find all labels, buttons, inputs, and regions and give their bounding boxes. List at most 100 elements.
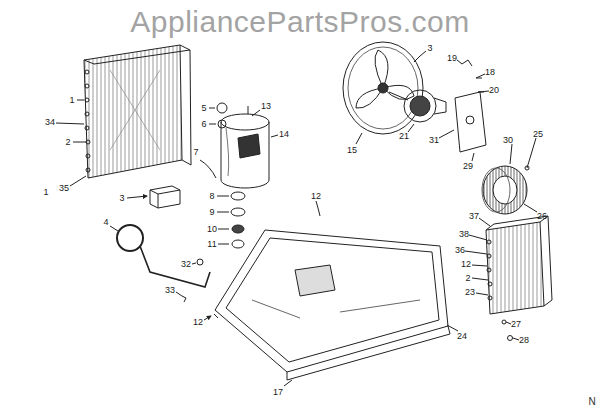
leader-line <box>56 51 537 386</box>
callout-number: 28 <box>519 336 529 345</box>
fan-motor <box>455 92 486 152</box>
leader-line <box>513 338 519 340</box>
leader-line <box>209 124 216 125</box>
compressor <box>226 128 229 176</box>
fan-blade <box>414 56 420 62</box>
callout-number: 12 <box>311 192 321 201</box>
callout-number: 30 <box>503 136 513 145</box>
leader-line <box>176 292 182 296</box>
leader-line <box>70 176 86 186</box>
condenser-coil <box>84 50 190 64</box>
condenser-coil <box>85 98 89 102</box>
leader-line <box>77 100 84 101</box>
callout-number: 21 <box>399 132 409 141</box>
evaporator-coil <box>488 296 492 300</box>
callout-number: 34 <box>45 118 55 127</box>
base-pan <box>318 208 320 216</box>
compressor <box>217 103 269 248</box>
callout-number: 2 <box>65 138 70 147</box>
callout-number: 1 <box>69 96 74 105</box>
callout-number: 13 <box>261 102 271 111</box>
callout-number: 31 <box>429 136 439 145</box>
callout-number: 20 <box>489 86 499 95</box>
evaporator-coil <box>487 240 491 244</box>
callout-number: 6 <box>201 120 206 129</box>
condenser-coil <box>180 45 191 165</box>
leader-line <box>110 226 118 231</box>
compressor <box>221 180 269 188</box>
fan-motor <box>476 78 482 79</box>
callout-number: 33 <box>165 286 175 295</box>
callout-number: 10 <box>207 225 217 234</box>
blower-wheel <box>483 166 527 214</box>
callout-number: 5 <box>201 104 206 113</box>
leader-line <box>218 229 229 230</box>
leader-line <box>73 142 86 143</box>
callout-number: 12 <box>193 318 203 327</box>
base-pan <box>214 314 218 318</box>
compressor <box>232 240 244 248</box>
condenser-coil <box>85 126 89 130</box>
callout-number: 3 <box>119 194 124 203</box>
tube-loop <box>197 259 203 265</box>
condenser-coil <box>84 45 191 178</box>
callout-number: 7 <box>193 148 198 157</box>
condenser-coil <box>86 154 90 158</box>
corner-mark: N <box>588 397 595 407</box>
leader-line <box>469 235 487 240</box>
callout-number: 8 <box>209 192 214 201</box>
capacitor <box>150 186 180 208</box>
leader-line <box>465 251 487 254</box>
callout-number: 2 <box>465 274 470 283</box>
fan-motor <box>404 60 486 152</box>
leader-line <box>524 204 537 212</box>
leader-line <box>472 265 487 266</box>
blower-wheel <box>493 176 517 204</box>
base-pan <box>214 208 450 380</box>
leader-line <box>476 293 488 295</box>
condenser-coil <box>85 84 89 88</box>
base-pan <box>252 300 420 318</box>
condenser-coil <box>85 70 89 74</box>
callout-number: 36 <box>455 246 465 255</box>
callout-number: 9 <box>209 208 214 217</box>
fan-blade <box>343 42 423 134</box>
fan-motor <box>404 90 436 122</box>
leader-line <box>217 212 229 213</box>
callout-number: 23 <box>465 288 475 297</box>
blower-wheel <box>482 166 529 214</box>
callout-number: 3 <box>427 44 432 53</box>
capacitor <box>150 186 180 208</box>
leader-line <box>204 316 211 320</box>
leader-line <box>510 144 512 164</box>
callout-number: 38 <box>459 230 469 239</box>
leader-line <box>271 135 278 137</box>
compressor <box>221 114 269 130</box>
callout-number: 24 <box>457 332 467 341</box>
callout-number: 32 <box>181 260 191 269</box>
tube-loop <box>182 296 186 302</box>
tube-loop <box>140 246 210 287</box>
fan-motor <box>410 96 430 116</box>
leader-line <box>527 138 536 168</box>
leader-line <box>457 60 462 64</box>
condenser-coil <box>110 70 160 150</box>
callout-number: 37 <box>469 212 479 221</box>
leader-line <box>316 201 318 208</box>
wire-part <box>200 160 216 178</box>
callout-number: 14 <box>279 130 289 139</box>
compressor <box>221 122 222 180</box>
callout-number: 4 <box>103 218 108 227</box>
leader-line <box>472 153 474 161</box>
leader-line <box>439 130 454 138</box>
leader-line <box>472 278 488 280</box>
callout-number: 15 <box>347 146 357 155</box>
blower-wheel <box>482 168 510 212</box>
condenser-coil <box>84 45 182 178</box>
compressor <box>217 103 227 113</box>
compressor <box>248 106 249 114</box>
fan-motor <box>434 98 446 114</box>
evaporator-coil <box>487 254 491 258</box>
compressor <box>238 134 260 158</box>
